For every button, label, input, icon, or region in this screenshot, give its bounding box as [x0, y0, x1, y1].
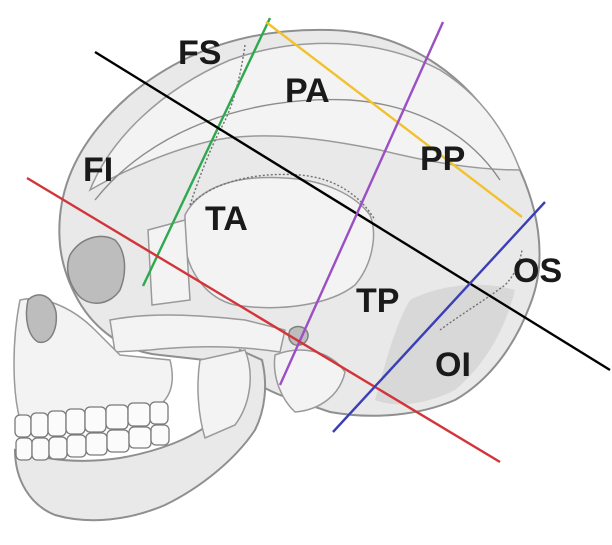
nasal-cavity: [26, 295, 56, 343]
label-pp: PP: [420, 140, 465, 178]
label-fi: FI: [83, 151, 113, 189]
label-ta: TA: [205, 200, 248, 238]
label-os: OS: [513, 252, 562, 290]
label-pa: PA: [285, 72, 330, 110]
label-tp: TP: [356, 282, 399, 320]
orbit: [68, 236, 125, 303]
label-fs: FS: [178, 34, 221, 72]
skull-lateral-icon: [14, 30, 540, 520]
label-oi: OI: [435, 346, 471, 384]
